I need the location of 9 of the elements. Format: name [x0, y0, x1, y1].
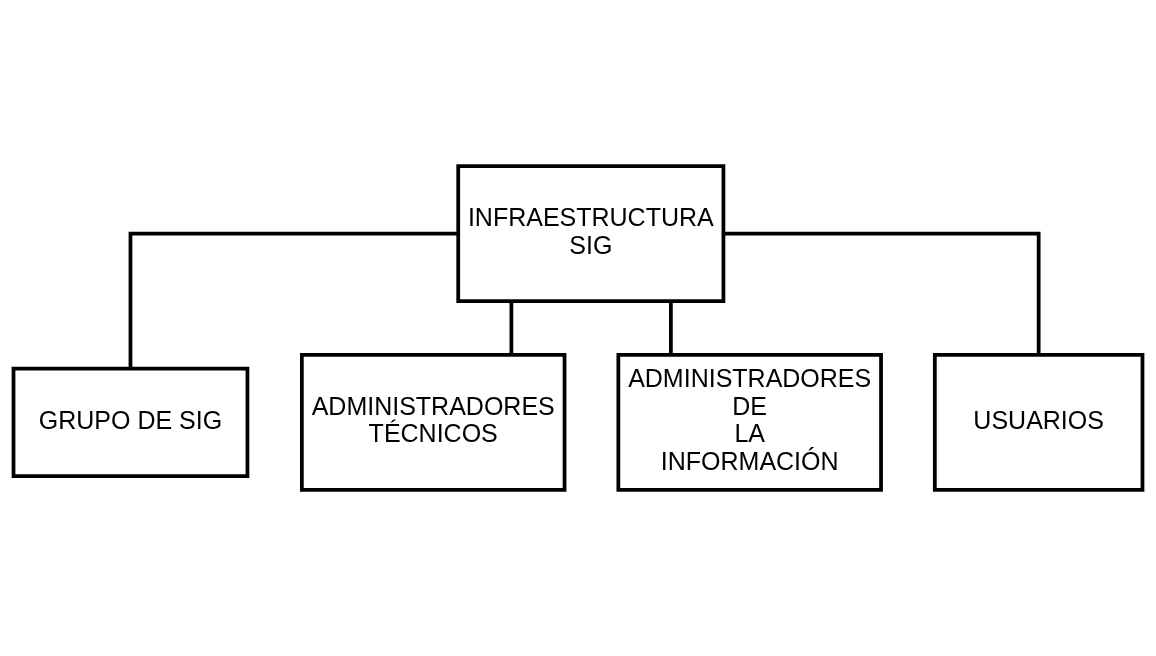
- connector: [723, 231, 1041, 355]
- node-box: USUARIOS: [932, 353, 1145, 492]
- node-box: GRUPO DE SIG: [11, 366, 250, 479]
- node-box: ADMINISTRADORES TÉCNICOS: [300, 353, 567, 492]
- node-box: INFRAESTRUCTURA SIG: [456, 164, 726, 303]
- node-box: ADMINISTRADORES DE LA INFORMACIÓN: [616, 353, 883, 492]
- connector: [669, 301, 673, 355]
- connector: [128, 231, 458, 369]
- connector: [509, 301, 514, 355]
